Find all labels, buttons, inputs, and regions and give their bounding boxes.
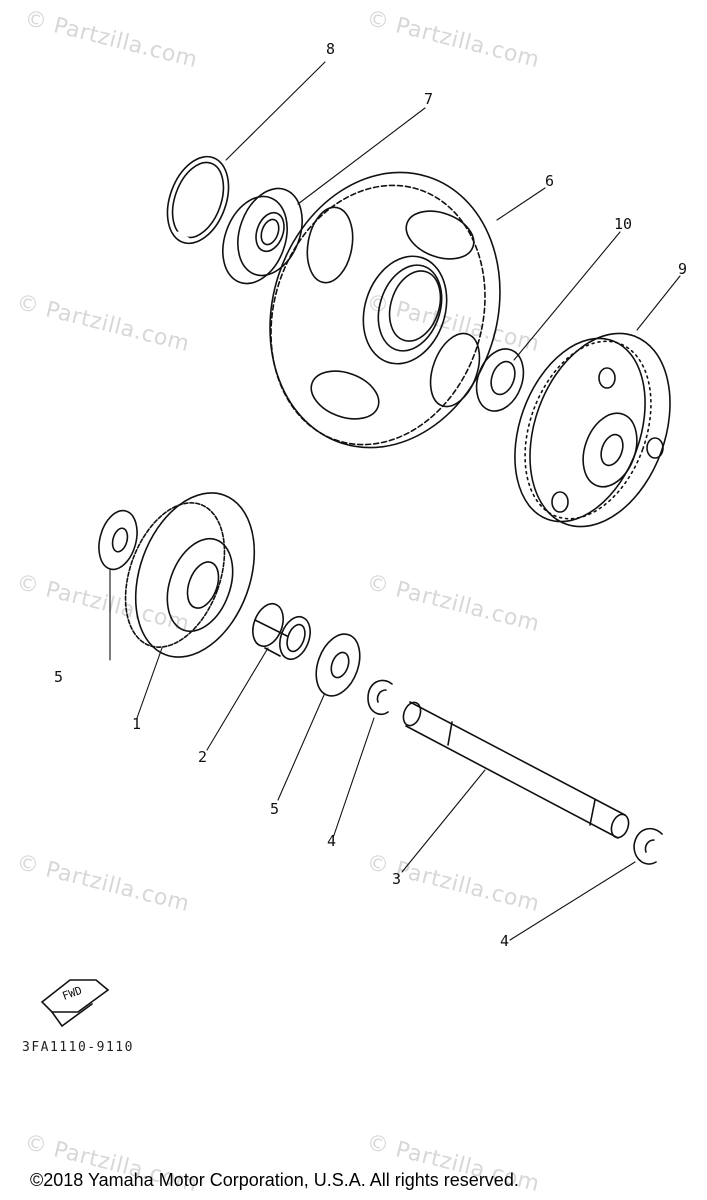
diagram-code: 3FA1110-9110 bbox=[22, 1040, 134, 1055]
part-8-circlip bbox=[166, 155, 230, 245]
callout-5: 5 bbox=[270, 800, 280, 818]
leader-lines bbox=[109, 61, 681, 941]
callout-1: 1 bbox=[132, 715, 142, 733]
fwd-label: FWD bbox=[61, 984, 84, 1003]
callout-10: 10 bbox=[614, 215, 633, 233]
callout-3: 3 bbox=[392, 870, 402, 888]
callout-8: 8 bbox=[326, 40, 336, 58]
part-9-starter-clutch bbox=[514, 332, 671, 528]
callout-6: 6 bbox=[545, 172, 555, 190]
callout-4: 4 bbox=[327, 832, 337, 850]
part-5-washer-center bbox=[315, 633, 361, 697]
part-7-bearing bbox=[222, 187, 303, 285]
callout-7: 7 bbox=[424, 90, 434, 108]
part-2-bushing bbox=[252, 602, 311, 661]
callout-4: 4 bbox=[500, 932, 510, 950]
part-6-starter-wheel-gear bbox=[269, 171, 501, 449]
part-5-washer-left bbox=[98, 509, 138, 571]
part-3-shaft bbox=[402, 701, 630, 839]
callout-5: 5 bbox=[54, 668, 64, 686]
part-10-washer bbox=[475, 348, 525, 412]
fwd-arrow-icon bbox=[40, 979, 110, 1028]
part-1-idle-gear bbox=[124, 492, 256, 658]
part-4-clip-center bbox=[367, 679, 393, 716]
copyright-notice: ©2018 Yamaha Motor Corporation, U.S.A. A… bbox=[30, 1170, 519, 1190]
part-4-clip-right bbox=[633, 827, 663, 865]
callout-2: 2 bbox=[198, 748, 208, 766]
callout-9: 9 bbox=[678, 260, 688, 278]
